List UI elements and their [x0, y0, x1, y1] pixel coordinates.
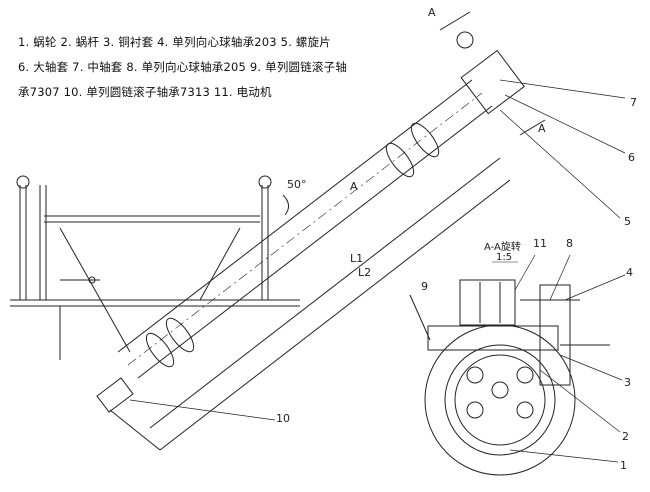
dimension-a: A	[350, 180, 358, 193]
dimension-l1: L1	[350, 252, 364, 265]
support-frame	[10, 175, 300, 360]
part-label-1: 1	[620, 459, 627, 472]
part-label-9: 9	[421, 280, 428, 293]
part-label-5: 5	[624, 215, 631, 228]
part-label-3: 3	[624, 376, 631, 389]
part-label-7: 7	[630, 96, 637, 109]
section-view-a-a	[409, 261, 610, 476]
section-title: A-A旋转	[484, 242, 521, 253]
part-label-10: 10	[276, 412, 290, 425]
part-label-11: 11	[533, 237, 547, 250]
leader-lines	[129, 79, 626, 463]
part-label-6: 6	[628, 151, 635, 164]
conveyor-tube	[96, 11, 546, 451]
section-marker-a-top: A	[428, 6, 436, 19]
section-scale: 1:5	[496, 252, 513, 263]
legend-line-2: 6. 大轴套 7. 中轴套 8. 单列向心球轴承205 9. 单列圆链滚子轴	[18, 60, 348, 74]
part-label-8: 8	[566, 237, 573, 250]
part-label-4: 4	[626, 266, 633, 279]
section-marker-a-right: A	[538, 122, 546, 135]
part-label-2: 2	[622, 430, 629, 443]
legend-line-1: 1. 蜗轮 2. 蜗杆 3. 铜衬套 4. 单列向心球轴承203 5. 螺旋片	[18, 35, 332, 49]
dimension-l2: L2	[358, 266, 372, 279]
angle-arc	[282, 194, 289, 216]
legend-line-3: 承7307 10. 单列圆链滚子轴承7313 11. 电动机	[18, 85, 272, 99]
angle-label: 50°	[287, 178, 307, 191]
